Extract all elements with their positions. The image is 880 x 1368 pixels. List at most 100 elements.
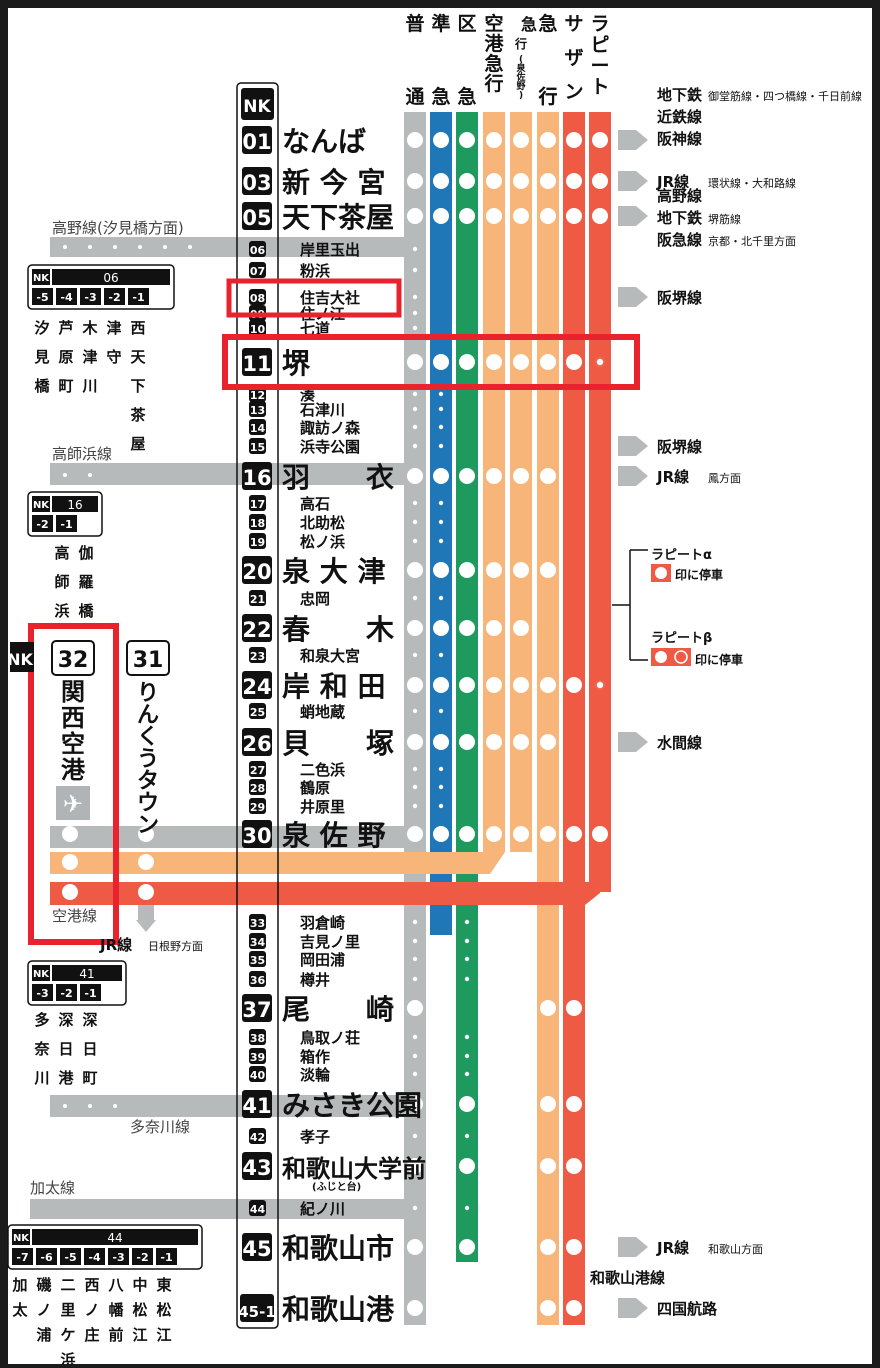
station-number-badge-small	[249, 419, 266, 435]
stop-dot	[486, 734, 502, 750]
koya-station-char: 守	[106, 348, 121, 366]
tanagawa-branch-num: -2	[60, 987, 72, 1000]
station-name-small: 住吉大社	[300, 289, 360, 307]
koya-station-char: 天	[130, 348, 146, 366]
transfer-line-detail: 堺筋線	[708, 212, 741, 226]
takashinohama-branch-nk: NK	[33, 500, 50, 511]
station-name: 堺	[282, 347, 311, 380]
transfer-line-name: 水間線	[657, 734, 702, 752]
stop-dot	[540, 677, 556, 693]
rinku-town-name-char: タ	[137, 769, 159, 794]
tanagawa-station-char: 港	[58, 1069, 74, 1087]
jr-hineno-label: JR線	[99, 936, 132, 954]
stop-dot	[592, 208, 608, 224]
stop-dot	[433, 208, 449, 224]
branch-dot	[113, 245, 117, 249]
header-southern-char: ン	[564, 81, 583, 103]
station-name-small: 浜寺公園	[300, 438, 360, 456]
station-number-small: 29	[250, 801, 265, 814]
header-section_express-bot: 急	[457, 85, 476, 108]
station-number-badge	[242, 728, 272, 756]
station-number: 20	[242, 560, 271, 584]
station-number-badge	[242, 994, 272, 1022]
branch-dot	[163, 245, 167, 249]
stop-dot	[407, 1096, 423, 1112]
branch-dot	[88, 245, 92, 249]
rinku-town-name-char: り	[137, 681, 159, 706]
kada-branch-num: -4	[88, 1251, 101, 1264]
transfer-arrow-head	[636, 171, 648, 191]
transfer-arrow-box	[618, 171, 636, 191]
stop-dot	[459, 468, 475, 484]
jr-hineno-detail: 日根野方面	[148, 939, 203, 953]
header-airport-express-char: 急	[484, 52, 503, 75]
station-number-badge-small	[249, 289, 266, 305]
kada-branch-num-bg	[12, 1248, 33, 1265]
takashinohama-branch-num: -2	[36, 518, 48, 531]
stop-dot	[592, 826, 608, 842]
stop-dot	[459, 1158, 475, 1174]
stop-dot	[540, 1096, 556, 1112]
tanagawa-station-char: 深	[58, 1011, 73, 1029]
stop-dot-small	[464, 1071, 470, 1077]
station-name: 貝 塚	[282, 727, 394, 760]
stop-dot	[459, 826, 475, 842]
airport-nk: NK	[7, 650, 33, 669]
stop-dot	[433, 132, 449, 148]
stop-dot	[407, 620, 423, 636]
header-southern: サザン	[564, 13, 583, 103]
stop-dot	[433, 734, 449, 750]
station-number-small: 36	[250, 974, 266, 987]
stop-dot	[592, 173, 608, 189]
station-number-badge	[242, 1090, 272, 1118]
stop-dot	[513, 562, 529, 578]
rinku-town-name-char: う	[137, 747, 159, 772]
stop-dot	[433, 354, 449, 370]
station-number-badge	[242, 671, 272, 699]
legend-rapit-beta-label: ラピートβ	[651, 631, 712, 646]
station-number-badge	[242, 167, 272, 195]
stop-dot-small	[438, 500, 444, 506]
stop-dot	[566, 1239, 582, 1255]
station-number-small: 21	[250, 593, 265, 606]
transfer-line-detail: 環状線・大和路線	[708, 176, 796, 190]
stop-dot-small	[412, 294, 418, 300]
station-name: 岸 和 田	[282, 670, 386, 703]
transfer-line-name: JR線	[656, 1239, 689, 1257]
station-name-small: 樽井	[300, 971, 330, 989]
stop-dot	[407, 1300, 423, 1316]
branch-dot	[63, 473, 67, 477]
station-number-small: 42	[250, 1131, 265, 1144]
stop-dot-small	[412, 919, 418, 925]
station-name-sub: (ふじと台)	[312, 1180, 361, 1193]
koya-station-char: 原	[58, 348, 73, 366]
kada-station-char: ノ	[84, 1301, 99, 1319]
tanagawa-branch-num-bg	[80, 984, 101, 1001]
tanagawa-station-char: 日	[82, 1040, 97, 1058]
station-number-small: 14	[250, 422, 266, 435]
koya-station-char: 見	[33, 348, 49, 366]
station-number-badge-small	[249, 262, 266, 278]
kansai-airport-name-char: 空	[61, 730, 85, 758]
stop-dot	[459, 562, 475, 578]
station-number-small: 39	[250, 1051, 265, 1064]
stop-dot-small	[412, 310, 418, 316]
kansai-airport-name-char: 港	[61, 756, 86, 784]
stop-dot	[513, 826, 529, 842]
transfer-line-name: 阪堺線	[657, 289, 702, 307]
stop-dot	[407, 734, 423, 750]
takashinohama-station-char: 師	[54, 573, 69, 591]
header-express-senboku-3-char: 野	[516, 81, 525, 92]
tanagawa-station: 深日町	[82, 1011, 97, 1087]
stop-dot	[486, 132, 502, 148]
takashinohama-branch-nk-bg	[32, 496, 50, 512]
stop-dot	[486, 826, 502, 842]
koya-branch-num: -4	[60, 291, 73, 304]
station-name-small: 和泉大宮	[300, 647, 360, 665]
stop-dot	[459, 173, 475, 189]
koya-station: 津守	[106, 319, 121, 366]
stop-dot	[566, 1000, 582, 1016]
transfer-line-name: 阪急線	[657, 231, 702, 249]
